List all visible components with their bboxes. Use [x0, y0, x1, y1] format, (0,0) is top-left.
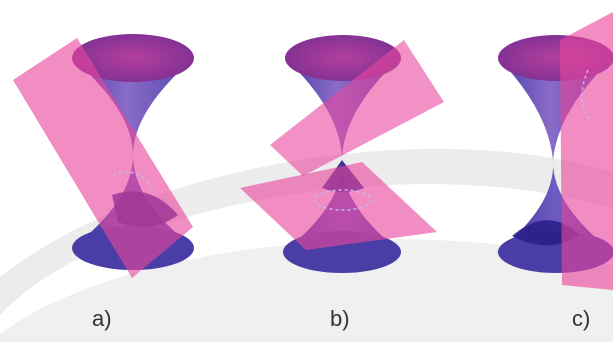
cutting-plane-b-lower	[240, 162, 437, 250]
cutting-plane-c	[560, 12, 613, 290]
background-arc-inner	[0, 239, 613, 342]
caption-b: b)	[330, 306, 350, 331]
top-ellipse	[72, 34, 194, 82]
figure-a-cone-ellipse	[13, 34, 194, 278]
ellipse-curve-a	[112, 171, 153, 191]
section-curve-c	[581, 69, 591, 121]
cutting-plane-a	[13, 38, 193, 278]
caption-c: c)	[572, 306, 591, 331]
figure-c-cone-partial	[497, 12, 613, 290]
section-curve-b	[314, 189, 372, 211]
figure-b-cone-hyperbola	[240, 35, 444, 273]
caption-a: a)	[92, 306, 112, 331]
cutting-plane-b-upper	[270, 40, 444, 176]
